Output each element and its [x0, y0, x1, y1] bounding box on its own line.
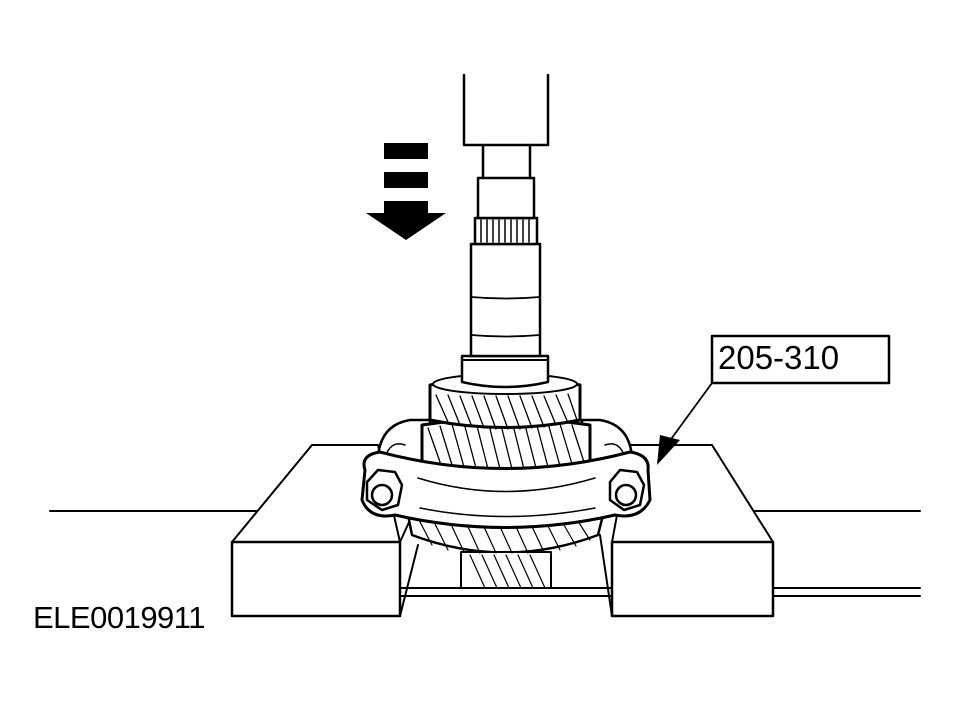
support-block-left [232, 445, 418, 616]
splitter-bolt-right [610, 470, 644, 510]
figure-id-label: ELE0019911 [33, 600, 205, 635]
support-block-right [600, 445, 773, 616]
splined-collar [475, 218, 537, 244]
press-ram [464, 75, 548, 145]
shaft [471, 244, 540, 356]
leader-arrow-icon [657, 435, 680, 465]
bearing-splitter-205-310 [362, 452, 650, 528]
shaft-hub [462, 356, 548, 387]
splitter-bolt-left [367, 470, 402, 510]
callout-label: 205-310 [718, 339, 840, 376]
down-arrow-icon [366, 143, 446, 240]
press-adapter [478, 145, 534, 218]
callout [666, 336, 889, 446]
